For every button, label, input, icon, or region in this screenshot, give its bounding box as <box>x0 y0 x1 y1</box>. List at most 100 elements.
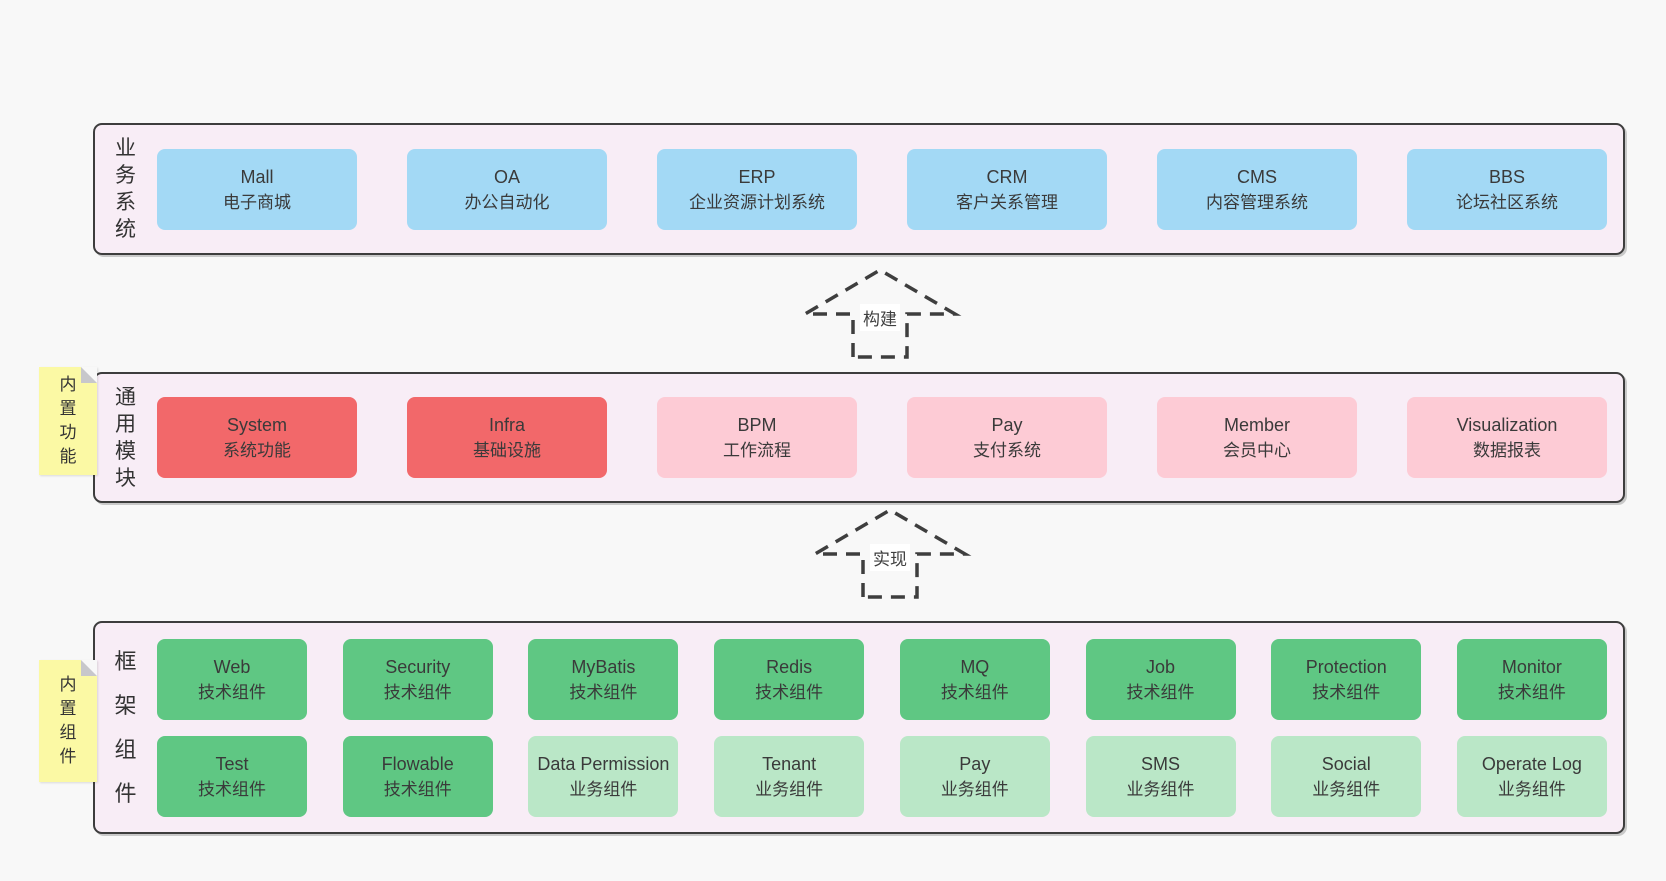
box-web-desc: 技术组件 <box>198 682 266 702</box>
box-visualization-desc: 数据报表 <box>1473 441 1541 460</box>
common-modules-row: System 系统功能 Infra 基础设施 BPM 工作流程 Pay 支付系统… <box>157 374 1623 501</box>
box-social-name: Social <box>1321 753 1371 774</box>
box-system-name: System <box>226 415 287 435</box>
box-member-desc: 会员中心 <box>1223 441 1291 460</box>
box-member-name: Member <box>1223 415 1290 435</box>
box-mall: Mall 电子商城 <box>157 148 357 230</box>
box-bbs: BBS 论坛社区系统 <box>1407 148 1607 230</box>
box-mybatis-desc: 技术组件 <box>569 682 638 702</box>
box-mq-desc: 技术组件 <box>940 682 1009 702</box>
box-protection-desc: 技术组件 <box>1312 682 1381 702</box>
framework-components-row-2: Test 技术组件 Flowable 技术组件 Data Permission … <box>157 735 1607 817</box>
box-protection-name: Protection <box>1305 656 1387 677</box>
framework-components-row-1: Web 技术组件 Security 技术组件 MyBatis 技术组件 Redi… <box>157 638 1607 720</box>
box-operate-log-desc: 业务组件 <box>1497 779 1566 799</box>
box-pay-module-name: Pay <box>991 415 1023 435</box>
box-operate-log-name: Operate Log <box>1481 753 1582 774</box>
box-tenant: Tenant 业务组件 <box>714 735 865 817</box>
box-cms: CMS 内容管理系统 <box>1157 148 1357 230</box>
box-oa: OA 办公自动化 <box>407 148 607 230</box>
box-crm-name: CRM <box>986 166 1028 187</box>
box-social: Social 业务组件 <box>1271 735 1422 817</box>
box-operate-log: Operate Log 业务组件 <box>1456 735 1607 817</box>
box-pay-module-desc: 支付系统 <box>973 441 1041 460</box>
box-pay-component-name: Pay <box>959 753 991 774</box>
box-erp-desc: 企业资源计划系统 <box>689 192 825 212</box>
box-visualization-name: Visualization <box>1456 415 1558 435</box>
common-modules-container: 通 用 模 块 System 系统功能 Infra 基础设施 BPM 工作流程 … <box>93 372 1625 503</box>
box-monitor-desc: 技术组件 <box>1497 682 1566 702</box>
box-crm: CRM 客户关系管理 <box>907 148 1107 230</box>
box-member: Member 会员中心 <box>1157 397 1357 478</box>
box-mq-name: MQ <box>960 656 990 677</box>
business-systems-row: Mall 电子商城 OA 办公自动化 ERP 企业资源计划系统 CRM 客户关系… <box>157 125 1623 253</box>
box-flowable-name: Flowable <box>381 753 454 774</box>
box-cms-desc: 内容管理系统 <box>1206 192 1308 212</box>
box-mybatis: MyBatis 技术组件 <box>528 638 679 720</box>
box-infra-desc: 基础设施 <box>473 441 541 460</box>
box-redis-desc: 技术组件 <box>755 682 824 702</box>
box-pay-component-desc: 业务组件 <box>940 779 1009 799</box>
box-infra: Infra 基础设施 <box>407 397 607 478</box>
box-monitor: Monitor 技术组件 <box>1456 638 1607 720</box>
framework-components-label: 框 架 组 件 <box>114 648 138 806</box>
box-job: Job 技术组件 <box>1085 638 1236 720</box>
box-flowable: Flowable 技术组件 <box>342 735 493 817</box>
box-redis: Redis 技术组件 <box>714 638 865 720</box>
build-arrow-label: 构建 <box>860 304 900 331</box>
box-bpm-name: BPM <box>737 415 777 435</box>
box-monitor-name: Monitor <box>1501 656 1562 677</box>
box-cms-name: CMS <box>1237 166 1277 187</box>
box-flowable-desc: 技术组件 <box>383 779 452 799</box>
box-erp-name: ERP <box>738 166 776 187</box>
box-visualization: Visualization 数据报表 <box>1407 397 1607 478</box>
builtin-features-sticky: 内 置 功 能 <box>39 367 97 475</box>
box-security: Security 技术组件 <box>342 638 493 720</box>
box-data-permission-desc: 业务组件 <box>569 779 638 799</box>
box-data-permission: Data Permission 业务组件 <box>528 735 679 817</box>
box-test-desc: 技术组件 <box>198 779 266 799</box>
box-bbs-name: BBS <box>1488 166 1526 187</box>
implement-arrow-shape <box>808 507 972 599</box>
box-web: Web 技术组件 <box>157 638 307 720</box>
box-crm-desc: 客户关系管理 <box>956 192 1058 212</box>
common-modules-label: 通 用 模 块 <box>115 385 137 490</box>
box-oa-name: OA <box>493 166 520 187</box>
box-web-name: Web <box>213 656 251 677</box>
box-mybatis-name: MyBatis <box>571 656 636 677</box>
box-pay-component: Pay 业务组件 <box>899 735 1050 817</box>
box-sms: SMS 业务组件 <box>1085 735 1236 817</box>
box-job-name: Job <box>1146 656 1176 677</box>
box-erp: ERP 企业资源计划系统 <box>657 148 857 230</box>
box-system: System 系统功能 <box>157 397 357 478</box>
business-systems-label: 业 务 系 统 <box>115 137 137 241</box>
box-security-name: Security <box>385 656 451 677</box>
box-mall-name: Mall <box>240 166 274 187</box>
box-oa-desc: 办公自动化 <box>464 192 550 212</box>
implement-arrow-label: 实现 <box>870 544 910 571</box>
box-mall-desc: 电子商城 <box>223 192 291 212</box>
box-test: Test 技术组件 <box>157 735 307 817</box>
box-security-desc: 技术组件 <box>383 682 452 702</box>
box-infra-name: Infra <box>488 415 526 435</box>
box-redis-name: Redis <box>766 656 813 677</box>
box-job-desc: 技术组件 <box>1126 682 1195 702</box>
box-pay-module: Pay 支付系统 <box>907 397 1107 478</box>
box-sms-desc: 业务组件 <box>1126 779 1195 799</box>
box-tenant-name: Tenant <box>762 753 817 774</box>
box-social-desc: 业务组件 <box>1312 779 1381 799</box>
box-protection: Protection 技术组件 <box>1271 638 1422 720</box>
box-mq: MQ 技术组件 <box>899 638 1050 720</box>
box-bpm-desc: 工作流程 <box>723 441 791 460</box>
box-sms-name: SMS <box>1141 753 1181 774</box>
build-arrow: 构建 <box>795 264 965 360</box>
box-bpm: BPM 工作流程 <box>657 397 857 478</box>
box-system-desc: 系统功能 <box>223 441 291 460</box>
business-systems-container: 业 务 系 统 Mall 电子商城 OA 办公自动化 ERP 企业资源计划系统 … <box>93 123 1625 255</box>
framework-components-container: 框 架 组 件 Web 技术组件 Security 技术组件 MyBatis 技… <box>93 621 1625 834</box>
implement-arrow: 实现 <box>805 504 975 600</box>
box-tenant-desc: 业务组件 <box>755 779 824 799</box>
box-test-name: Test <box>215 753 249 774</box>
build-arrow-shape <box>798 267 962 359</box>
